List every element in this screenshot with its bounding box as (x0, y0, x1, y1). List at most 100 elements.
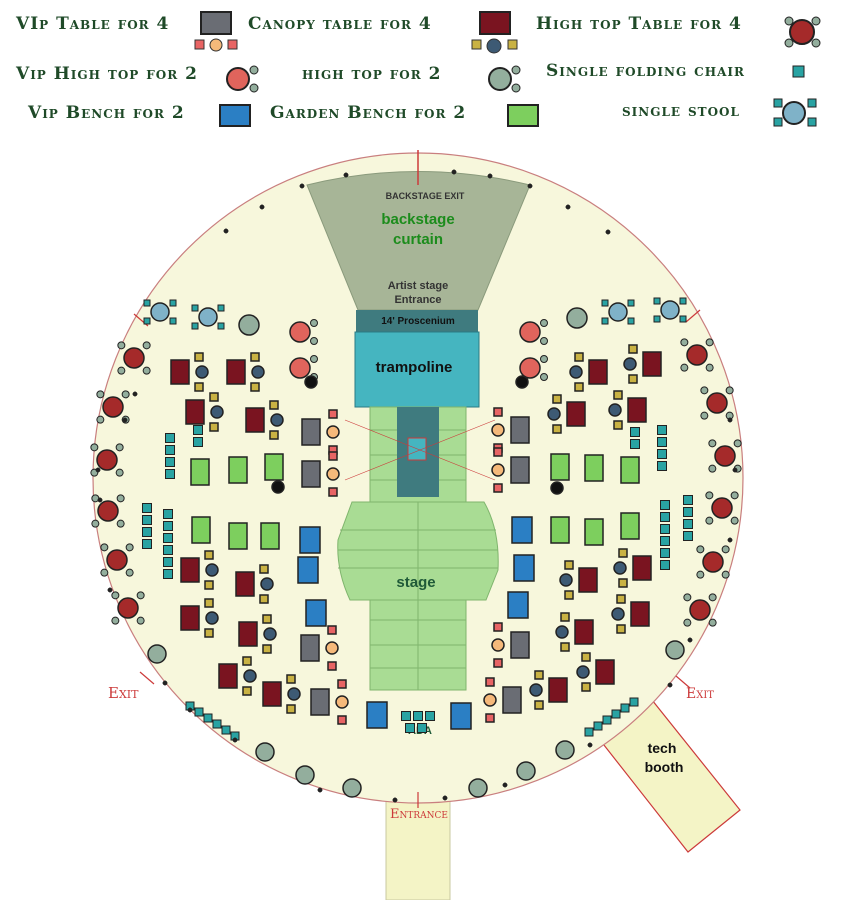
folding-chair (657, 449, 667, 459)
high-top-table-4 (702, 551, 724, 573)
garden-bench-icon (507, 104, 539, 127)
canopy-chair (195, 365, 209, 379)
high-top-chair (700, 386, 709, 395)
high-top-chair (540, 337, 548, 345)
exit-right-label: Exit (686, 686, 714, 702)
high-top-table-4 (96, 449, 118, 471)
high-top-2-icon (488, 65, 521, 93)
folding-chair (212, 719, 222, 729)
legend-vip-high-top-2: Vip High top for 2 (16, 64, 198, 84)
canopy-stool (534, 700, 544, 710)
perimeter-dot (605, 229, 611, 235)
vip-bench (507, 591, 529, 619)
high-top-chair (125, 568, 134, 577)
high-top-table-2 (238, 314, 260, 336)
stool-seat (627, 299, 635, 307)
vip-table (502, 686, 522, 714)
high-top-chair (117, 341, 126, 350)
canopy-stool (616, 624, 626, 634)
folding-chair (593, 721, 603, 731)
folding-chair (660, 560, 670, 570)
high-top-table-4 (706, 392, 728, 414)
canopy-table (642, 351, 662, 377)
folding-chair (142, 539, 152, 549)
garden-bench (620, 512, 640, 540)
vip-chair-red (328, 409, 338, 419)
stool-table (608, 302, 628, 322)
garden-bench (260, 522, 280, 550)
stool-table (198, 307, 218, 327)
canopy-stool (194, 352, 204, 362)
high-top-chair (725, 386, 734, 395)
stool-seat (601, 317, 609, 325)
canopy-stool (560, 642, 570, 652)
seating-layout (90, 169, 742, 803)
canopy-chair (576, 665, 590, 679)
folding-chair (660, 500, 670, 510)
folding-chair (163, 569, 173, 579)
canopy-table (170, 359, 190, 385)
vip-chair (491, 463, 505, 477)
vip-chair (335, 695, 349, 709)
canopy-table (632, 555, 652, 581)
legend-high-top-table-4: High top Table for 4 (536, 14, 742, 34)
high-top-table-2 (147, 644, 167, 664)
canopy-stool (250, 382, 260, 392)
high-top-table-4 (117, 597, 139, 619)
garden-bench (228, 456, 248, 484)
folding-chair (657, 425, 667, 435)
folding-chair (657, 461, 667, 471)
post (304, 375, 318, 389)
canopy-stool (269, 400, 279, 410)
canopy-stool (574, 382, 584, 392)
vip-chair-red (328, 487, 338, 497)
perimeter-dot (95, 467, 101, 473)
high-top-chair (90, 443, 99, 452)
high-top-table-2 (342, 778, 362, 798)
canopy-stool (616, 594, 626, 604)
folding-chair (660, 548, 670, 558)
high-top-chair (708, 439, 717, 448)
canopy-stool (286, 674, 296, 684)
high-top-table-2 (519, 321, 541, 343)
garden-bench (584, 454, 604, 482)
high-top-table-4 (102, 396, 124, 418)
high-top-table-2 (468, 778, 488, 798)
canopy-stool (209, 392, 219, 402)
folding-chair (629, 697, 639, 707)
stool-seat (627, 317, 635, 325)
post (550, 481, 564, 495)
folding-chair (194, 707, 204, 717)
high-top-table-2 (519, 357, 541, 379)
tech-booth-label-2: booth (645, 759, 684, 775)
high-top-chair (117, 366, 126, 375)
perimeter-dot (223, 228, 229, 234)
canopy-table (185, 399, 205, 425)
high-top-chair (125, 543, 134, 552)
perimeter-dot (727, 537, 733, 543)
canopy-table (588, 359, 608, 385)
folding-chair (193, 425, 203, 435)
high-top-table-4 (689, 599, 711, 621)
canopy-stool (552, 394, 562, 404)
canopy-table (180, 557, 200, 583)
canopy-stool (618, 578, 628, 588)
stool-seat (679, 315, 687, 323)
vip-bench (305, 599, 327, 627)
canopy-chair (263, 627, 277, 641)
canopy-stool (262, 614, 272, 624)
stool-seat (653, 315, 661, 323)
canopy-table (262, 681, 282, 707)
folding-chair (221, 725, 231, 735)
high-top-chair (708, 464, 717, 473)
perimeter-dot (727, 417, 733, 423)
vip-bench (513, 554, 535, 582)
perimeter-dot (565, 204, 571, 210)
canopy-table (574, 619, 594, 645)
canopy-table (630, 601, 650, 627)
legend-single-stool: single stool (622, 101, 740, 121)
vip-chair-red (328, 451, 338, 461)
perimeter-dot (232, 737, 238, 743)
canopy-table (595, 659, 615, 685)
canopy-stool (560, 612, 570, 622)
